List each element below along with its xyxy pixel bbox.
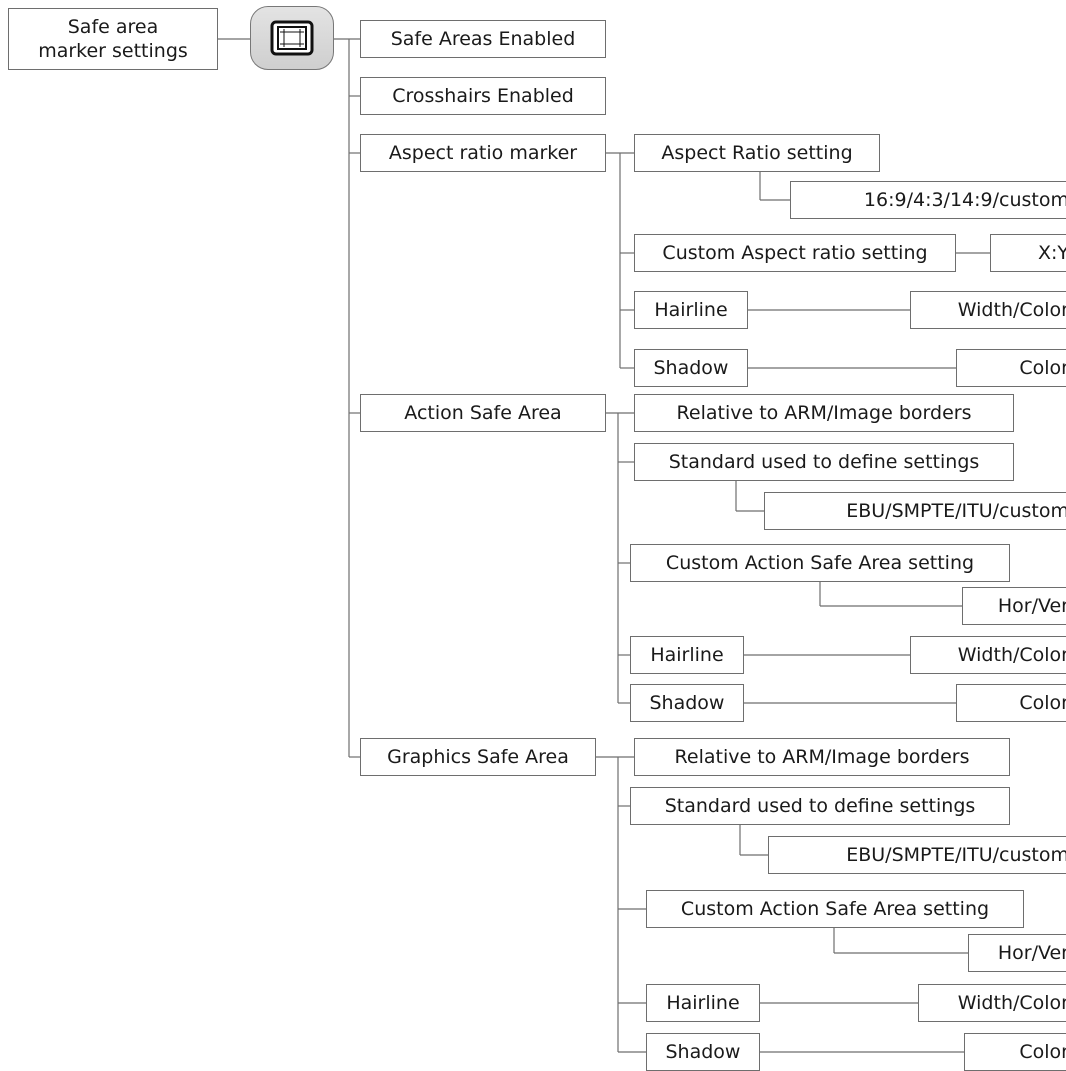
- custom-aspect-ratio-value-node: X:Y: [990, 234, 1066, 272]
- graphics-custom-setting-node: Custom Action Safe Area setting: [646, 890, 1024, 928]
- graphics-standard-value-node: EBU/SMPTE/ITU/custom: [768, 836, 1066, 874]
- action-safe-area-node: Action Safe Area: [360, 394, 606, 432]
- aspect-ratio-marker-node: Aspect ratio marker: [360, 134, 606, 172]
- action-custom-setting-node: Custom Action Safe Area setting: [630, 544, 1010, 582]
- action-hairline-value-node: Width/Color: [910, 636, 1066, 674]
- graphics-shadow-value-node: Color: [964, 1033, 1066, 1071]
- root-node: Safe area marker settings: [8, 8, 218, 70]
- graphics-hairline-value-node: Width/Color: [918, 984, 1066, 1022]
- custom-aspect-ratio-setting-node: Custom Aspect ratio setting: [634, 234, 956, 272]
- root-label-line2: marker settings: [38, 40, 188, 62]
- aspect-hairline-value-node: Width/Color: [910, 291, 1066, 329]
- action-standard-node: Standard used to define settings: [634, 443, 1014, 481]
- action-relative-node: Relative to ARM/Image borders: [634, 394, 1014, 432]
- action-shadow-value-node: Color: [956, 684, 1066, 722]
- aspect-shadow-value-node: Color: [956, 349, 1066, 387]
- action-hairline-node: Hairline: [630, 636, 744, 674]
- aspect-shadow-node: Shadow: [634, 349, 748, 387]
- root-label-line1: Safe area: [67, 16, 159, 38]
- graphics-custom-value-node: Hor/Ver: [968, 934, 1066, 972]
- graphics-hairline-node: Hairline: [646, 984, 760, 1022]
- graphics-safe-area-node: Graphics Safe Area: [360, 738, 596, 776]
- safe-area-frame-icon: [250, 6, 334, 70]
- crosshairs-enabled-node: Crosshairs Enabled: [360, 77, 606, 115]
- action-standard-value-node: EBU/SMPTE/ITU/custom: [764, 492, 1066, 530]
- aspect-ratio-value-node: 16:9/4:3/14:9/custom: [790, 181, 1066, 219]
- aspect-hairline-node: Hairline: [634, 291, 748, 329]
- aspect-ratio-setting-node: Aspect Ratio setting: [634, 134, 880, 172]
- graphics-standard-node: Standard used to define settings: [630, 787, 1010, 825]
- action-custom-value-node: Hor/Ver: [962, 587, 1066, 625]
- safe-areas-enabled-node: Safe Areas Enabled: [360, 20, 606, 58]
- graphics-relative-node: Relative to ARM/Image borders: [634, 738, 1010, 776]
- action-shadow-node: Shadow: [630, 684, 744, 722]
- graphics-shadow-node: Shadow: [646, 1033, 760, 1071]
